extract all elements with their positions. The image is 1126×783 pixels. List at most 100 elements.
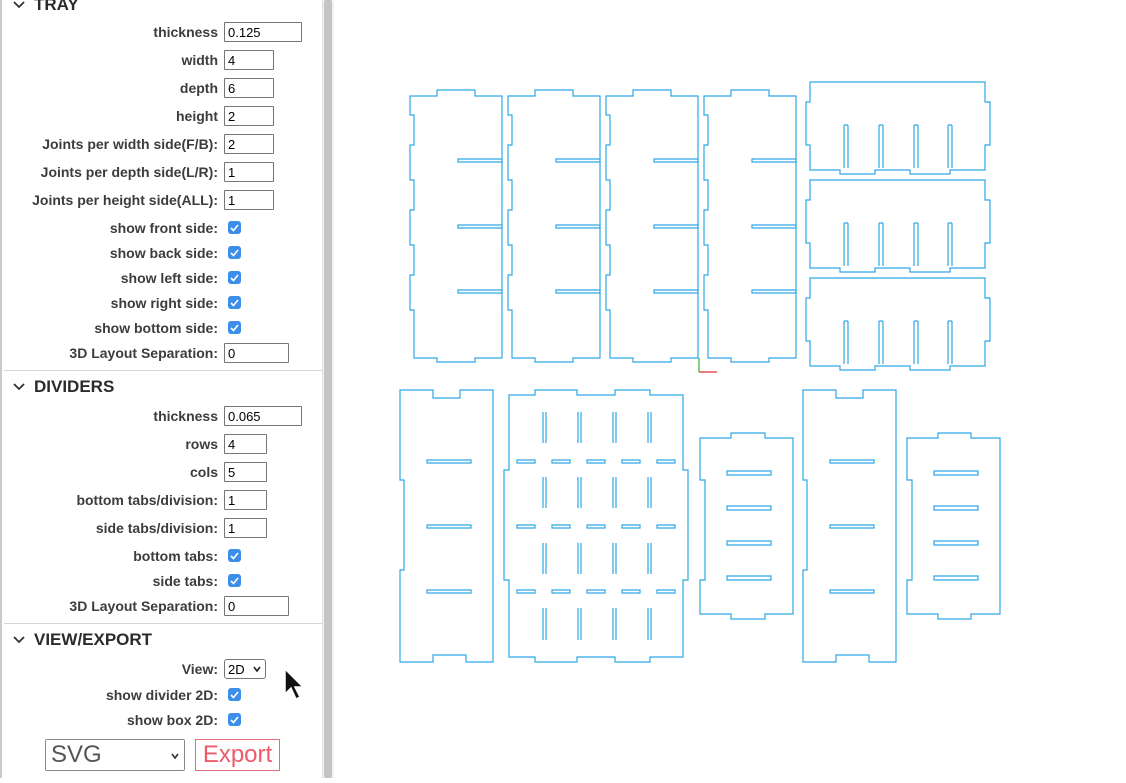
tray-thickness-label: thickness (153, 24, 218, 40)
chevron-down-icon (4, 1, 34, 9)
divider-layout-sep-label: 3D Layout Separation: (69, 598, 218, 614)
bottom-tabs-division-row: bottom tabs/division: (4, 488, 322, 512)
joints-depth-row: Joints per depth side(L/R): (4, 160, 322, 184)
cut-layout-drawing (399, 81, 1001, 663)
divider-thickness-row: thickness (4, 404, 322, 428)
show-box-2d-checkbox[interactable] (228, 713, 241, 726)
divider-rows-input[interactable] (224, 434, 267, 454)
joints-height-label: Joints per height side(ALL): (32, 192, 218, 208)
view-row: View: 2D (4, 657, 322, 681)
show-left-checkbox[interactable] (228, 271, 241, 284)
chevron-down-icon (4, 636, 34, 644)
checkmark-icon (230, 298, 239, 307)
divider-cols-label: cols (189, 464, 218, 480)
tray-side-panel (507, 89, 601, 363)
divider-thickness-input[interactable] (224, 406, 302, 426)
tray-height-row: height (4, 104, 322, 128)
tray-bottom-panel (503, 389, 689, 663)
checkmark-icon (230, 248, 239, 257)
tray-width-label: width (181, 52, 218, 68)
tray-section-header[interactable]: TRAY (4, 0, 322, 20)
bottom-tabs-checkbox[interactable] (228, 549, 241, 562)
tray-width-row: width (4, 48, 322, 72)
view-select-value: 2D (228, 661, 245, 677)
show-bottom-row: show bottom side: (4, 316, 322, 340)
joints-depth-input[interactable] (224, 162, 274, 182)
side-tabs-checkbox[interactable] (228, 574, 241, 587)
long-divider-panel (399, 389, 494, 663)
joints-height-input[interactable] (224, 190, 274, 210)
tray-layout-sep-input[interactable] (224, 343, 289, 363)
show-right-checkbox[interactable] (228, 296, 241, 309)
divider-layout-sep-input[interactable] (224, 596, 289, 616)
bottom-tabs-division-label: bottom tabs/division: (76, 492, 218, 508)
show-box-2d-row: show box 2D: (4, 708, 322, 732)
show-front-label: show front side: (109, 220, 218, 236)
short-divider-panel (699, 432, 794, 620)
show-right-label: show right side: (110, 295, 218, 311)
tray-side-panel (605, 89, 699, 363)
tray-thickness-row: thickness (4, 20, 322, 44)
checkmark-icon (230, 273, 239, 282)
show-divider-2d-checkbox[interactable] (228, 688, 241, 701)
export-button[interactable]: Export (195, 739, 280, 771)
side-tabs-division-input[interactable] (224, 518, 267, 538)
show-left-row: show left side: (4, 266, 322, 290)
checkmark-icon (230, 715, 239, 724)
dividers-section-title: DIVIDERS (34, 377, 115, 396)
side-tabs-label: side tabs: (152, 573, 218, 589)
divider-layout-sep-row: 3D Layout Separation: (4, 594, 322, 618)
export-format-select[interactable]: SVG (45, 739, 185, 771)
divider-cols-row: cols (4, 460, 322, 484)
show-box-2d-label: show box 2D: (126, 712, 218, 728)
show-right-row: show right side: (4, 291, 322, 315)
chevron-down-icon (253, 666, 261, 673)
panel-scrollbar-thumb[interactable] (324, 0, 332, 778)
show-back-label: show back side: (109, 245, 218, 261)
bottom-tabs-row: bottom tabs: (4, 544, 322, 568)
view-label: View: (181, 661, 218, 677)
tray-thickness-input[interactable] (224, 22, 302, 42)
bottom-tabs-label: bottom tabs: (133, 548, 218, 564)
show-bottom-label: show bottom side: (94, 320, 218, 336)
checkmark-icon (230, 690, 239, 699)
chevron-down-icon (171, 753, 179, 760)
settings-panel: TRAY thickness width depth height Joints… (0, 0, 322, 778)
joints-width-input[interactable] (224, 134, 274, 154)
show-front-checkbox[interactable] (228, 221, 241, 234)
export-format-value: SVG (51, 741, 102, 768)
tray-side-panel (409, 89, 503, 363)
show-back-checkbox[interactable] (228, 246, 241, 259)
tray-end-panel (805, 277, 991, 371)
show-front-row: show front side: (4, 216, 322, 240)
show-divider-2d-label: show divider 2D: (105, 687, 218, 703)
side-tabs-division-row: side tabs/division: (4, 516, 322, 540)
tray-width-input[interactable] (224, 50, 274, 70)
checkmark-icon (230, 576, 239, 585)
checkmark-icon (230, 551, 239, 560)
dividers-section-header[interactable]: DIVIDERS (4, 372, 322, 402)
divider-cols-input[interactable] (224, 462, 267, 482)
tray-depth-input[interactable] (224, 78, 274, 98)
view-export-section-header[interactable]: VIEW/EXPORT (4, 625, 322, 655)
checkmark-icon (230, 323, 239, 332)
tray-depth-row: depth (4, 76, 322, 100)
view-select[interactable]: 2D (224, 659, 266, 679)
preview-canvas[interactable] (336, 0, 1126, 778)
tray-height-label: height (176, 108, 218, 124)
section-divider (4, 623, 322, 624)
section-divider (4, 370, 322, 371)
tray-section-title: TRAY (34, 0, 79, 14)
tray-depth-label: depth (179, 80, 218, 96)
show-left-label: show left side: (120, 270, 218, 286)
divider-rows-row: rows (4, 432, 322, 456)
bottom-tabs-division-input[interactable] (224, 490, 267, 510)
tray-height-input[interactable] (224, 106, 274, 126)
show-bottom-checkbox[interactable] (228, 321, 241, 334)
tray-side-panel (703, 89, 797, 363)
long-divider-panel (802, 389, 897, 663)
joints-width-label: Joints per width side(F/B): (42, 136, 218, 152)
joints-depth-label: Joints per depth side(L/R): (40, 164, 218, 180)
tray-layout-sep-label: 3D Layout Separation: (69, 345, 218, 361)
view-export-section-title: VIEW/EXPORT (34, 630, 153, 649)
